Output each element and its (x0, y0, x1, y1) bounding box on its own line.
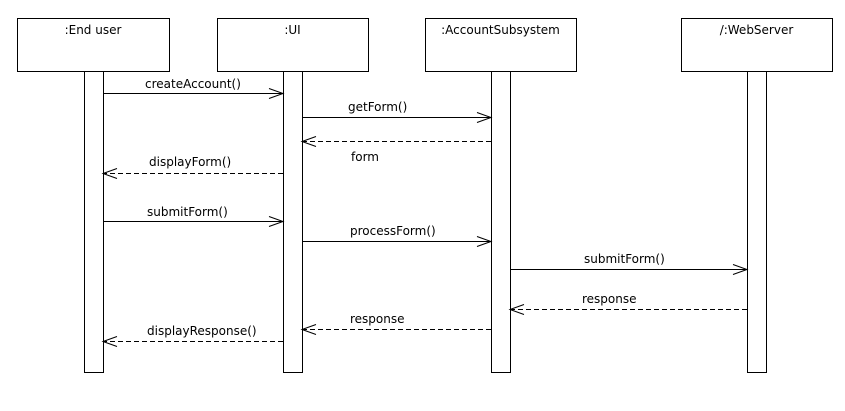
message-return: response (508, 292, 747, 315)
message-return: displayResponse() (101, 324, 283, 347)
message-return: form (300, 136, 491, 164)
participant-webserver: /:WebServer (681, 18, 833, 373)
participant-box (17, 18, 170, 72)
arrowhead-icon (268, 88, 285, 99)
message-call: processForm() (302, 224, 493, 247)
arrowhead-icon (476, 236, 493, 247)
participant-ui: :UI (217, 18, 369, 373)
participant-box (217, 18, 369, 72)
message-label: submitForm() (147, 205, 228, 219)
message-label: processForm() (350, 224, 436, 238)
participant-box (425, 18, 577, 72)
arrowhead-icon (476, 112, 493, 123)
message-label: submitForm() (584, 252, 665, 266)
message-call: getForm() (302, 100, 493, 123)
message-label: getForm() (348, 100, 407, 114)
message-call: submitForm() (103, 205, 285, 227)
activation-bar (283, 71, 303, 373)
participant-label: :End user (65, 23, 122, 37)
activation-bar (491, 71, 511, 373)
message-label: response (350, 312, 405, 326)
message-label: response (582, 292, 637, 306)
participant-account: :AccountSubsystem (425, 18, 577, 373)
message-return: response (300, 312, 491, 335)
arrowhead-icon (300, 324, 317, 335)
participant-box (681, 18, 833, 72)
message-label: createAccount() (145, 77, 241, 91)
participant-label: /:WebServer (720, 23, 794, 37)
arrowhead-icon (101, 168, 118, 179)
message-call: submitForm() (510, 252, 749, 275)
message-label: displayResponse() (147, 324, 257, 338)
message-label: displayForm() (149, 155, 231, 169)
arrowhead-icon (732, 264, 749, 275)
participant-enduser: :End user (17, 18, 170, 373)
participant-label: :AccountSubsystem (441, 23, 560, 37)
participants: :End user :UI :AccountSubsystem /:WebServer (17, 18, 833, 373)
message-call: createAccount() (103, 77, 285, 99)
arrowhead-icon (268, 216, 285, 227)
message-label: form (351, 150, 379, 164)
participant-label: :UI (284, 23, 300, 37)
arrowhead-icon (508, 304, 525, 315)
messages: createAccount() getForm() form displayForm(… (101, 77, 749, 347)
message-return: displayForm() (101, 155, 283, 179)
activation-bar (84, 71, 104, 373)
arrowhead-icon (300, 136, 317, 147)
activation-bar (747, 71, 767, 373)
arrowhead-icon (101, 336, 118, 347)
